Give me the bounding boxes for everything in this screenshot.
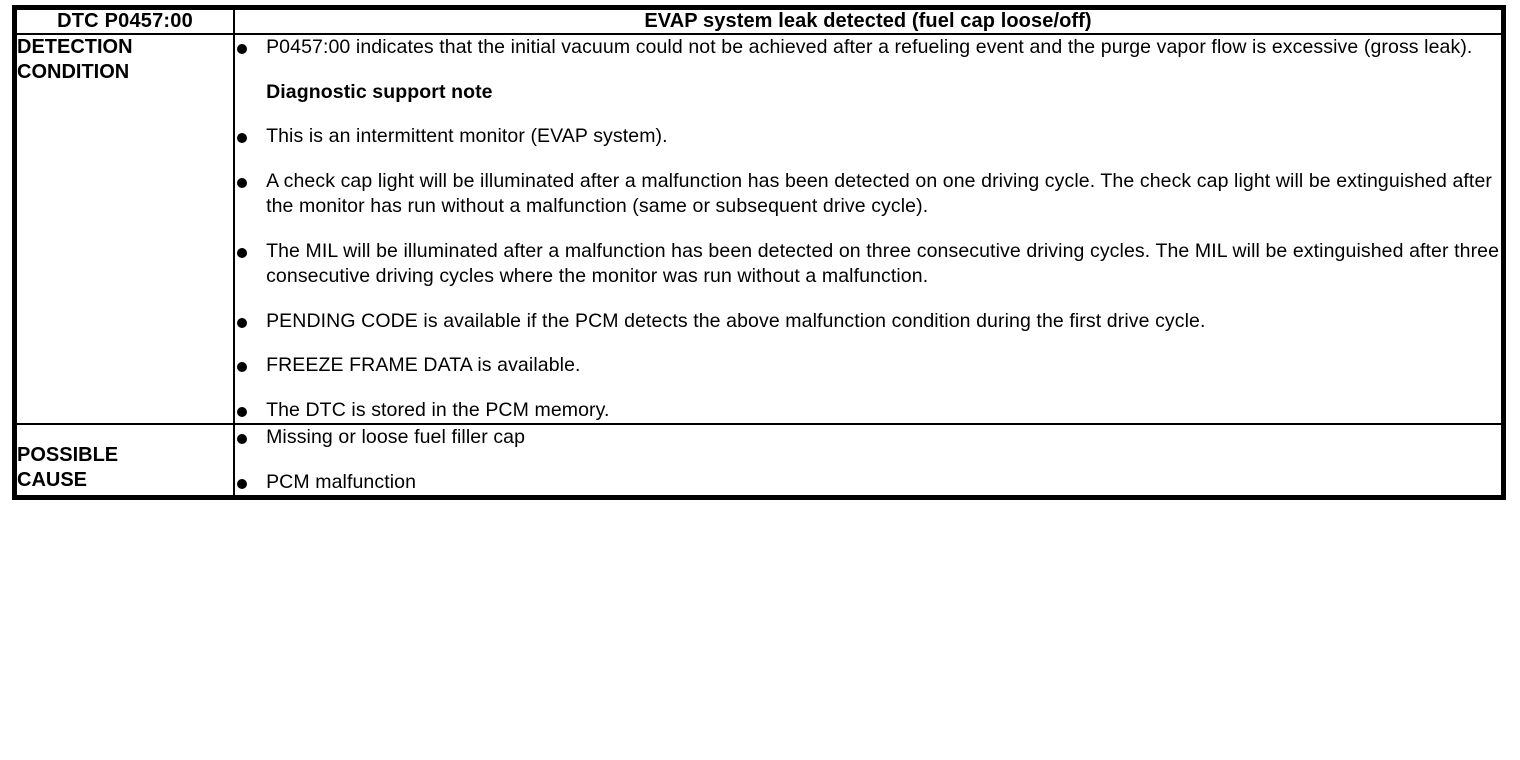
list-item: Missing or loose fuel filler cap — [235, 425, 1501, 451]
note-heading-text: Diagnostic support note — [266, 80, 493, 103]
dtc-code-cell: DTC P0457:00 — [13, 6, 236, 35]
list-item: The DTC is stored in the PCM memory. — [235, 398, 1501, 424]
row-label-detection-condition: DETECTION CONDITION — [13, 33, 236, 425]
bullet-icon — [237, 317, 248, 328]
dtc-table: DTC P0457:00 EVAP system leak detected (… — [12, 5, 1506, 500]
table-header-row: DTC P0457:00 EVAP system leak detected (… — [13, 6, 1505, 35]
bullet-icon — [237, 362, 248, 372]
table-row: POSSIBLE CAUSE Missing or loose fuel fil… — [13, 423, 1505, 499]
list-item-text: PCM malfunction — [266, 470, 417, 493]
list-item-text: The DTC is stored in the PCM memory. — [266, 398, 610, 421]
list-item-text: This is an intermittent monitor (EVAP sy… — [266, 125, 668, 147]
list-item-text: P0457:00 indicates that the initial vacu… — [266, 36, 1473, 58]
list-item-text: FREEZE FRAME DATA is available. — [266, 354, 581, 376]
bullet-icon — [237, 44, 248, 54]
list-item: PCM malfunction — [235, 470, 1501, 496]
bullet-icon — [237, 406, 248, 417]
list-item-text: The MIL will be illuminated after a malf… — [266, 239, 1500, 288]
bullet-icon — [237, 478, 248, 489]
possible-cause-list: Missing or loose fuel filler cap PCM mal… — [235, 425, 1501, 495]
bullet-icon — [237, 434, 248, 444]
row-label-possible-cause: POSSIBLE CAUSE — [13, 423, 236, 499]
list-item: The MIL will be illuminated after a malf… — [235, 239, 1501, 290]
list-item: A check cap light will be illuminated af… — [235, 169, 1501, 220]
list-item: P0457:00 indicates that the initial vacu… — [235, 35, 1501, 61]
table-row: DETECTION CONDITION P0457:00 indicates t… — [13, 33, 1505, 425]
list-item-text: A check cap light will be illuminated af… — [266, 169, 1492, 218]
list-item-text: PENDING CODE is available if the PCM det… — [266, 309, 1206, 332]
detection-condition-list: P0457:00 indicates that the initial vacu… — [235, 35, 1501, 423]
detection-condition-cell: P0457:00 indicates that the initial vacu… — [233, 33, 1505, 425]
dtc-description-cell: EVAP system leak detected (fuel cap loos… — [233, 6, 1505, 35]
list-item-text: Missing or loose fuel filler cap — [266, 426, 526, 448]
diagnostic-support-note-heading: Diagnostic support note — [235, 80, 1501, 106]
list-item: PENDING CODE is available if the PCM det… — [235, 309, 1501, 335]
list-item: This is an intermittent monitor (EVAP sy… — [235, 124, 1501, 150]
bullet-icon — [237, 247, 248, 258]
bullet-icon — [237, 133, 248, 143]
possible-cause-cell: Missing or loose fuel filler cap PCM mal… — [233, 423, 1505, 499]
bullet-icon — [237, 177, 248, 188]
list-item: FREEZE FRAME DATA is available. — [235, 353, 1501, 379]
